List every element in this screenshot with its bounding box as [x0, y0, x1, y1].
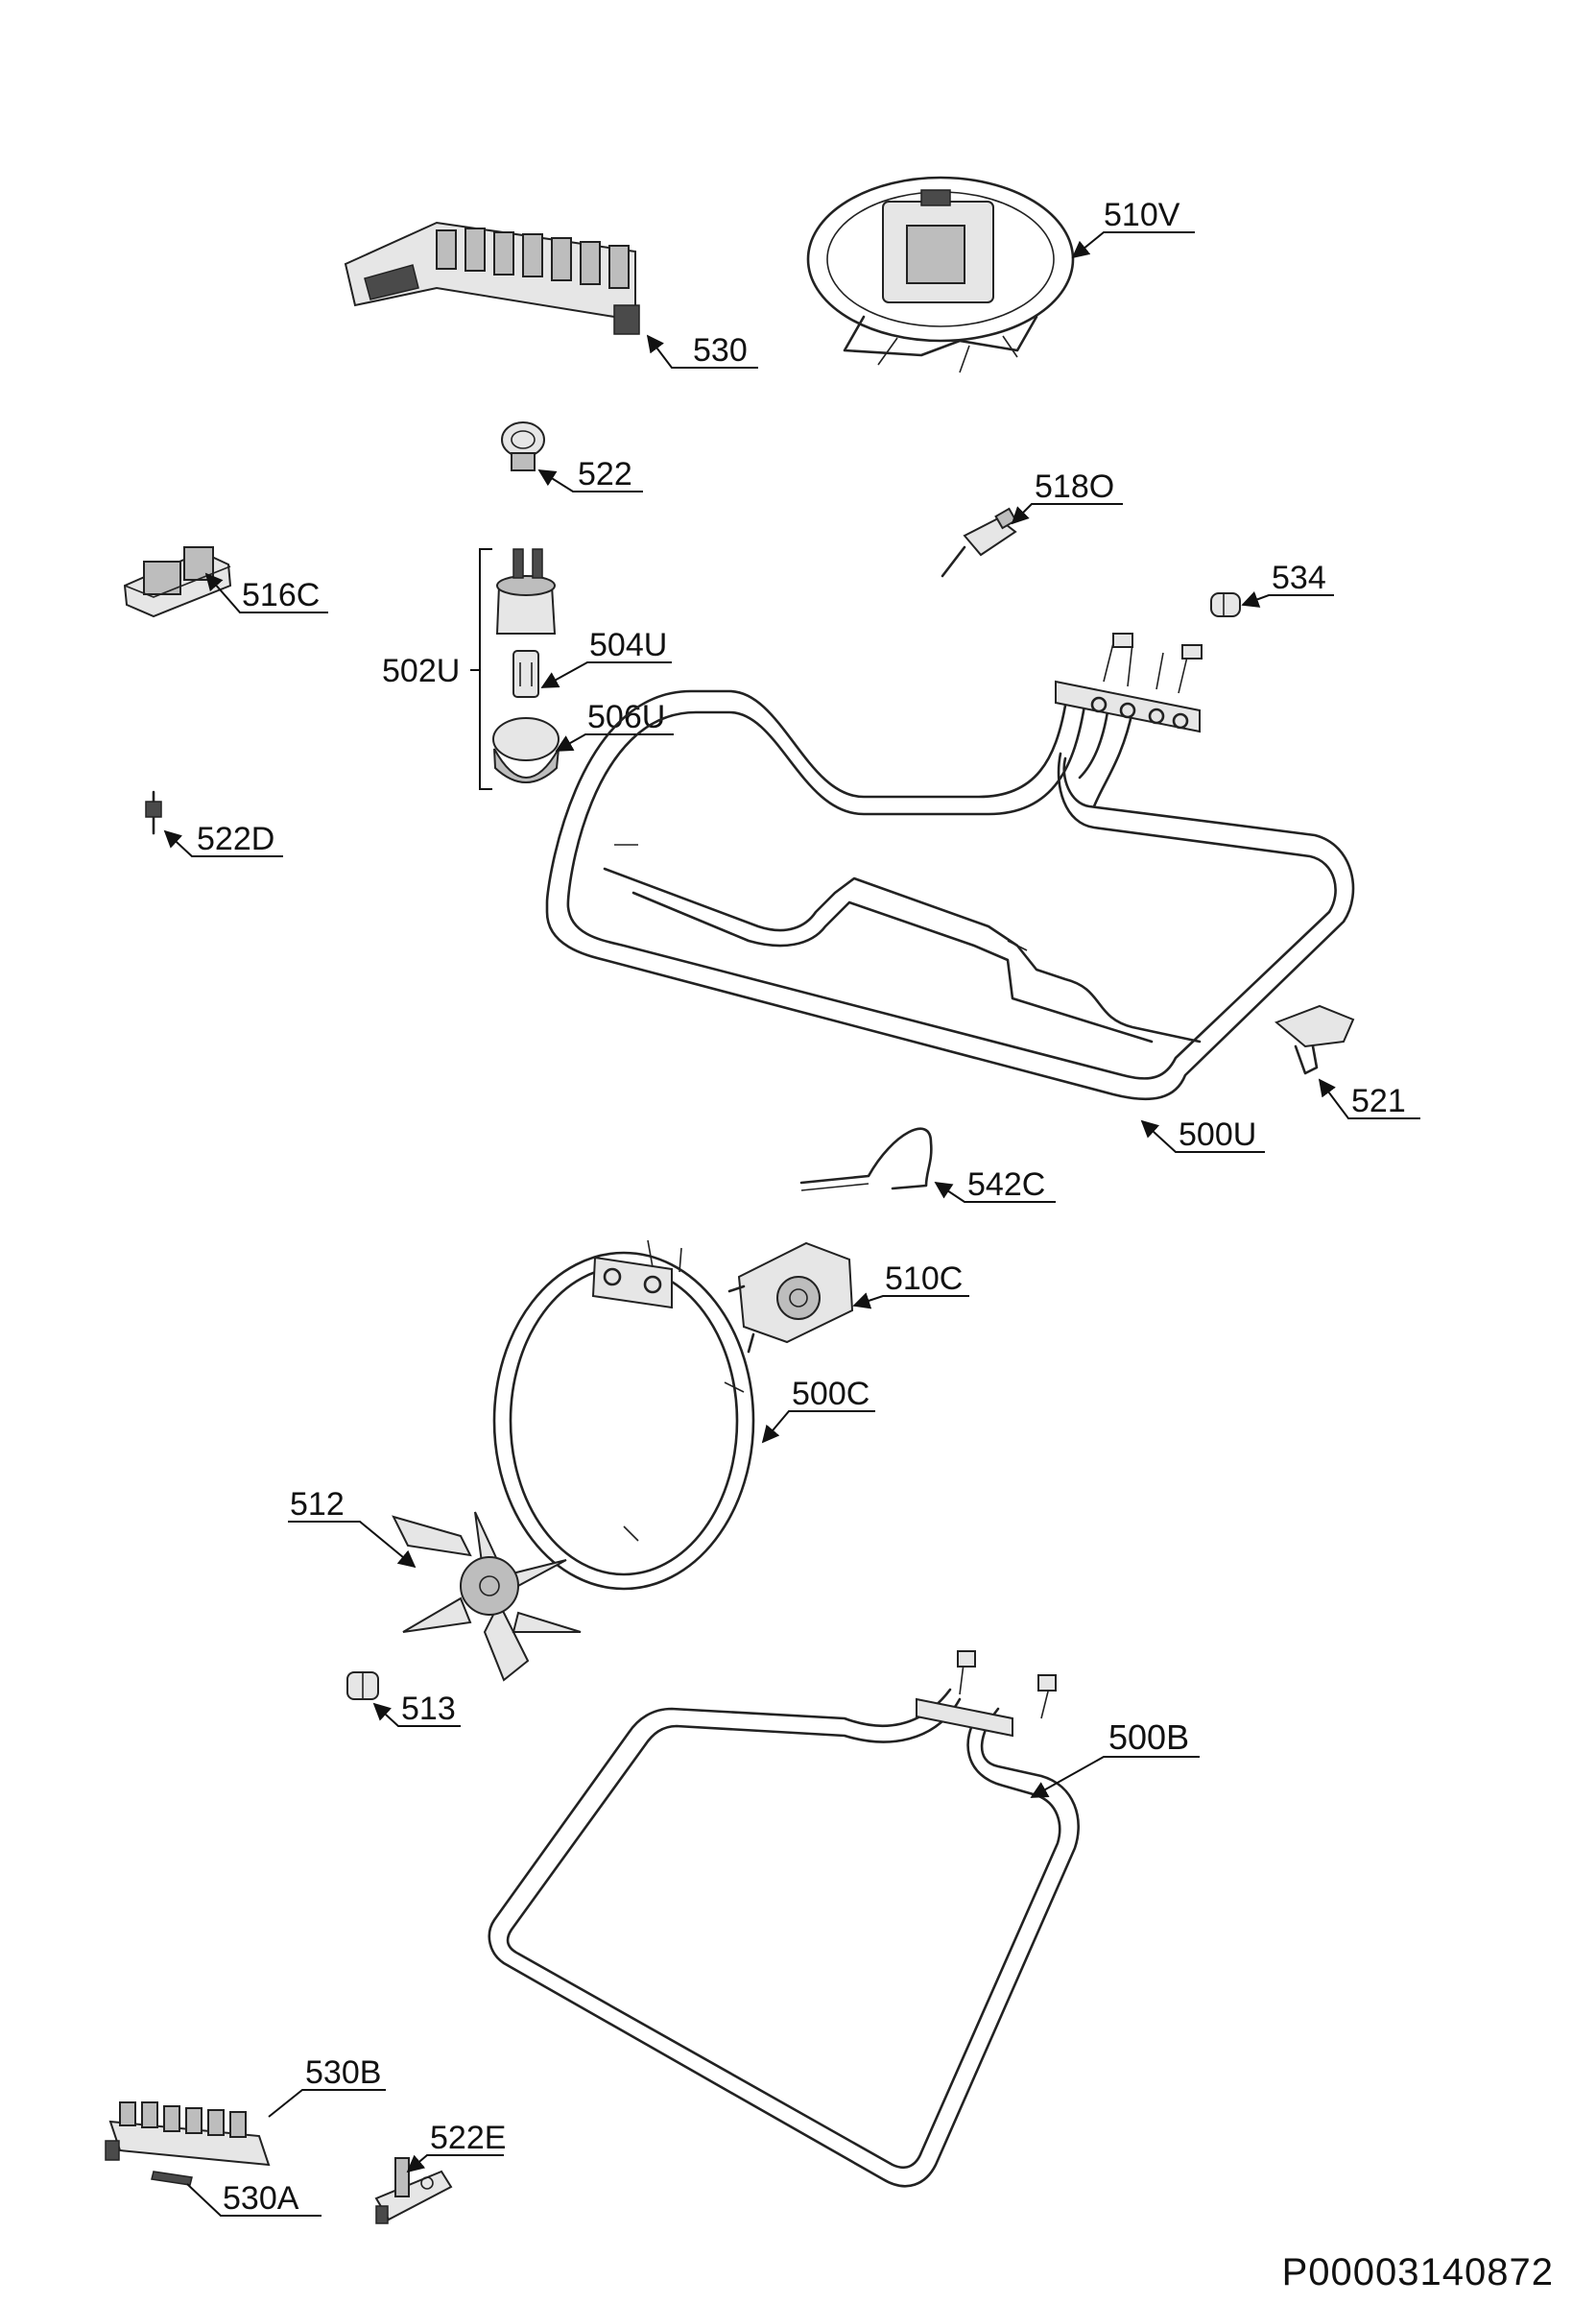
part-cable-clip: [145, 790, 162, 835]
part-terminal-link: [151, 2171, 193, 2186]
part-control-module: [123, 546, 232, 618]
part-element-bracket: [1274, 1004, 1355, 1075]
callout-521: 521: [1351, 1083, 1406, 1119]
part-circular-element: [492, 1239, 755, 1591]
callout-512: 512: [290, 1486, 345, 1523]
part-top-heating-element: [545, 633, 1355, 1101]
callout-510C: 510C: [885, 1260, 963, 1297]
part-lamp-housing: [495, 548, 557, 635]
callout-522: 522: [578, 456, 632, 492]
callout-500C: 500C: [792, 1376, 869, 1412]
part-fan-motor-top: [806, 176, 1075, 373]
callout-502U: 502U: [382, 653, 460, 689]
part-thermostat: [941, 507, 1017, 578]
part-cable-clamp: [374, 2157, 453, 2224]
callout-534: 534: [1272, 560, 1326, 596]
callout-510V: 510V: [1104, 197, 1180, 233]
part-terminal-block-small: [105, 2101, 271, 2167]
part-lamp-holder-clip: [501, 421, 545, 471]
part-wire-spring: [799, 1127, 933, 1191]
callout-530A: 530A: [223, 2180, 299, 2217]
callout-542C: 542C: [967, 1166, 1045, 1203]
part-fan-nut: [346, 1671, 379, 1700]
part-lamp-bulb: [512, 650, 539, 698]
part-fan-blade: [392, 1511, 582, 1682]
callout-530: 530: [693, 332, 748, 369]
callout-522E: 522E: [430, 2120, 506, 2156]
part-bottom-element: [488, 1650, 1080, 2188]
part-terminal-block: [344, 221, 640, 335]
callout-516C: 516C: [242, 577, 320, 613]
callout-522D: 522D: [197, 821, 274, 857]
part-lamp-cover: [492, 717, 560, 783]
callout-500U: 500U: [1179, 1116, 1256, 1153]
callout-530B: 530B: [305, 2054, 381, 2091]
callout-500B: 500B: [1108, 1717, 1189, 1757]
callout-513: 513: [401, 1691, 456, 1727]
callout-504U: 504U: [589, 627, 667, 663]
callout-518O: 518O: [1035, 468, 1114, 505]
document-code: P00003140872: [1281, 2251, 1554, 2293]
part-knob-cap: [1210, 592, 1241, 617]
part-convection-motor: [727, 1241, 854, 1354]
